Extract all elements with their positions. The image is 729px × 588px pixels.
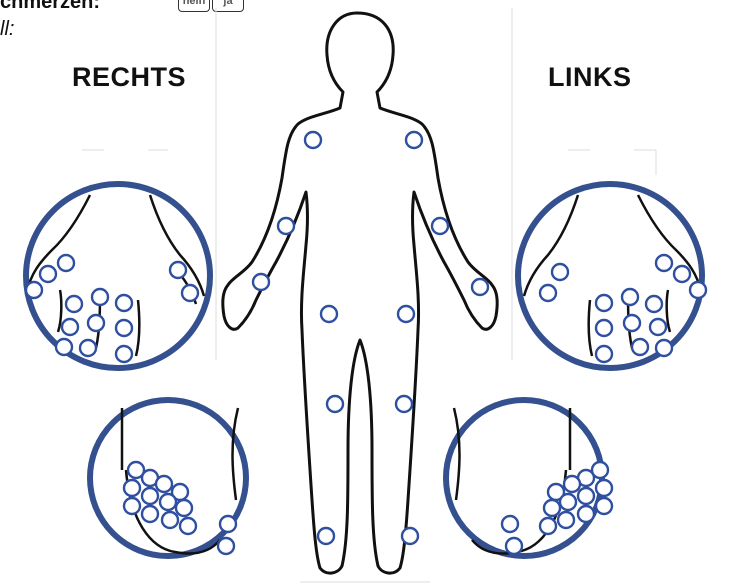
joint-circle-icon[interactable]: [502, 516, 518, 532]
joint-circle-icon[interactable]: [124, 480, 140, 496]
joint-circle-icon[interactable]: [180, 518, 196, 534]
joint-circle-icon[interactable]: [142, 488, 158, 504]
joint-circle-icon[interactable]: [578, 488, 594, 504]
joint-circle-icon[interactable]: [66, 296, 82, 312]
joint-circle-icon[interactable]: [170, 262, 186, 278]
joint-circle-icon[interactable]: [560, 494, 576, 510]
joint-circle-icon[interactable]: [182, 285, 198, 301]
joint-circle-icon[interactable]: [124, 498, 140, 514]
joint-circle-icon[interactable]: [58, 255, 74, 271]
joint-circle-icon[interactable]: [656, 255, 672, 271]
joint-circle-icon[interactable]: [596, 346, 612, 362]
joint-circle-icon[interactable]: [656, 340, 672, 356]
joint-circle-icon[interactable]: [142, 506, 158, 522]
joint-circle-icon[interactable]: [544, 500, 560, 516]
joint-circle-icon[interactable]: [218, 538, 234, 554]
joint-circle-icon[interactable]: [116, 320, 132, 336]
joint-circle-icon[interactable]: [564, 476, 580, 492]
joint-circle-icon[interactable]: [305, 132, 321, 148]
joint-circle-icon[interactable]: [432, 218, 448, 234]
joint-circle-icon[interactable]: [674, 266, 690, 282]
joint-circle-icon[interactable]: [253, 274, 269, 290]
joint-circle-icon[interactable]: [596, 320, 612, 336]
joint-circle-icon[interactable]: [578, 506, 594, 522]
joint-circle-icon[interactable]: [278, 218, 294, 234]
joint-circle-icon[interactable]: [596, 498, 612, 514]
joint-circle-icon[interactable]: [162, 512, 178, 528]
joint-circle-icon[interactable]: [558, 512, 574, 528]
joint-circle-icon[interactable]: [160, 494, 176, 510]
joint-circle-icon[interactable]: [402, 528, 418, 544]
joint-circle-icon[interactable]: [88, 315, 104, 331]
joint-circle-icon[interactable]: [220, 516, 236, 532]
joint-circle-icon[interactable]: [56, 339, 72, 355]
joint-circle-icon[interactable]: [80, 340, 96, 356]
joint-circle-icon[interactable]: [321, 306, 337, 322]
joint-circle-icon[interactable]: [396, 396, 412, 412]
joint-circle-icon[interactable]: [26, 282, 42, 298]
joint-circle-icon[interactable]: [540, 285, 556, 301]
joint-circle-icon[interactable]: [552, 264, 568, 280]
joint-circle-icon[interactable]: [506, 538, 522, 554]
joint-circle-icon[interactable]: [622, 289, 638, 305]
joint-circle-icon[interactable]: [632, 339, 648, 355]
joint-circle-icon[interactable]: [540, 518, 556, 534]
joint-circle-icon[interactable]: [472, 279, 488, 295]
joint-circle-icon[interactable]: [40, 266, 56, 282]
joint-circle-icon[interactable]: [596, 295, 612, 311]
joint-circle-icon[interactable]: [624, 315, 640, 331]
joint-circle-icon[interactable]: [650, 319, 666, 335]
joint-circle-icon[interactable]: [318, 528, 334, 544]
joint-circle-icon[interactable]: [92, 289, 108, 305]
joint-circle-icon[interactable]: [116, 295, 132, 311]
joint-circle-icon[interactable]: [690, 282, 706, 298]
joint-circle-icon[interactable]: [646, 296, 662, 312]
joint-circle-icon[interactable]: [156, 476, 172, 492]
joint-circle-icon[interactable]: [406, 132, 422, 148]
joint-circle-icon[interactable]: [176, 500, 192, 516]
joint-circle-icon[interactable]: [596, 480, 612, 496]
joint-circle-icon[interactable]: [398, 306, 414, 322]
joint-circle-icon[interactable]: [327, 396, 343, 412]
joint-circle-icon[interactable]: [116, 346, 132, 362]
joint-circle-icon[interactable]: [62, 319, 78, 335]
